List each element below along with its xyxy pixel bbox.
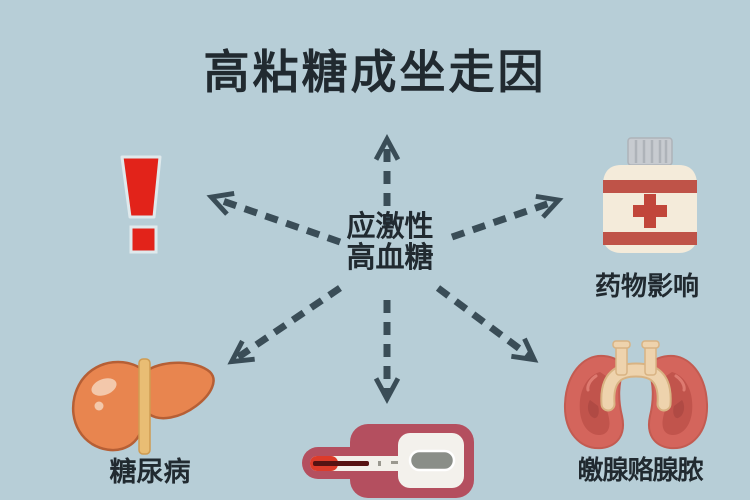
exclamation-bar <box>120 155 162 219</box>
label-diabetes: 糖尿病 <box>109 457 191 487</box>
arrow-lower-left <box>227 285 342 365</box>
label-medication: 药物影响 <box>594 271 699 301</box>
arrow-upper-right <box>450 193 564 241</box>
center-node: 应激性 高血糖 <box>300 211 480 275</box>
arrow-upper-left <box>206 191 342 246</box>
liver-vessel <box>138 358 151 455</box>
center-node-line2: 高血糖 <box>346 242 434 275</box>
bottle-stripe-top <box>603 180 697 193</box>
pill-bottle-icon <box>603 137 697 253</box>
exclamation-icon <box>120 155 162 254</box>
center-node-line1: 应激性 <box>346 211 434 243</box>
liver-right-lobe <box>146 361 215 420</box>
meter-mercury-line <box>313 461 369 466</box>
exclamation-dot <box>129 225 158 254</box>
meter-display <box>408 449 456 472</box>
bottle-cross <box>633 194 667 228</box>
kidney-vessels <box>600 340 672 412</box>
page-title: 高粘糖成坐走因 <box>203 46 547 98</box>
liver-highlight <box>91 378 117 396</box>
glucose-meter-icon <box>302 424 474 498</box>
kidneys-icon <box>563 340 709 450</box>
liver-left-lobe <box>71 360 145 452</box>
bottle-stripe-bottom <box>603 232 697 245</box>
label-adrenal: 皦腺赂腺脓 <box>577 455 703 485</box>
liver-icon <box>71 358 215 455</box>
arrow-lower-right <box>435 285 539 363</box>
